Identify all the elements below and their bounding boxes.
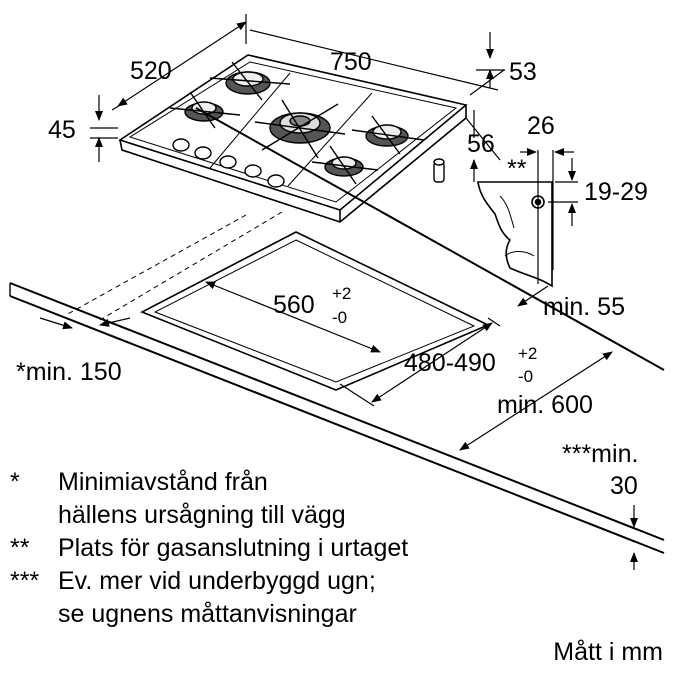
label-pipe-height: 19-29 [584,178,648,206]
label-min-wall: *min. 150 [16,358,122,386]
footnote-text: Minimiavstånd från [58,468,268,496]
label-depth: 520 [130,57,172,85]
burner-center-wok [254,99,346,159]
label-height-top: 53 [509,58,537,86]
footnote-mark: * [10,468,20,496]
label-cutout-width-tol-plus: +2 [332,284,351,303]
label-cutout-width-tol-minus: -0 [332,308,347,327]
pipe-detail [477,181,553,288]
label-cutout-depth: 480-490 [404,349,496,377]
label-gas-marker: ** [507,155,527,183]
label-pipe-width: 26 [527,112,555,140]
countertop [9,107,665,554]
control-knobs [172,138,285,188]
burner-rear-right [351,115,425,155]
label-min-counter: min. 600 [497,391,593,419]
label-min-bottom: ***min. [562,440,638,468]
projection-lines [65,211,283,321]
footnote-text: hällens ursågning till vägg [58,501,346,529]
hob-dimension-lines [90,14,505,182]
label-height-front: 45 [48,116,76,144]
label-min-bottom-value: 30 [610,472,638,500]
cutout-dimension-lines [39,281,638,570]
pipe-dimension-lines [520,148,578,284]
units-note: Mått i mm [553,638,663,666]
footnote-mark: ** [10,534,30,562]
footnote-mark: *** [10,567,40,595]
label-cutout-depth-tol-minus: -0 [518,367,533,386]
footnote-text: Ev. mer vid underbyggd ugn; [58,567,376,595]
footnote-text: se ugnens måttanvisningar [58,600,357,628]
footnote-text: Plats för gasanslutning i urtaget [58,534,409,562]
label-rear-offset: 56 [467,130,495,158]
label-cutout-depth-tol-plus: +2 [518,344,537,363]
dimension-labels: 520 750 53 45 56 26 ** 19-29 560 +2 -0 4… [16,48,648,500]
label-min-back: min. 55 [543,293,625,321]
burners [169,61,425,185]
label-width: 750 [330,48,372,76]
label-cutout-width: 560 [273,291,315,319]
burner-front-right [311,145,379,185]
gas-connector [433,158,445,183]
